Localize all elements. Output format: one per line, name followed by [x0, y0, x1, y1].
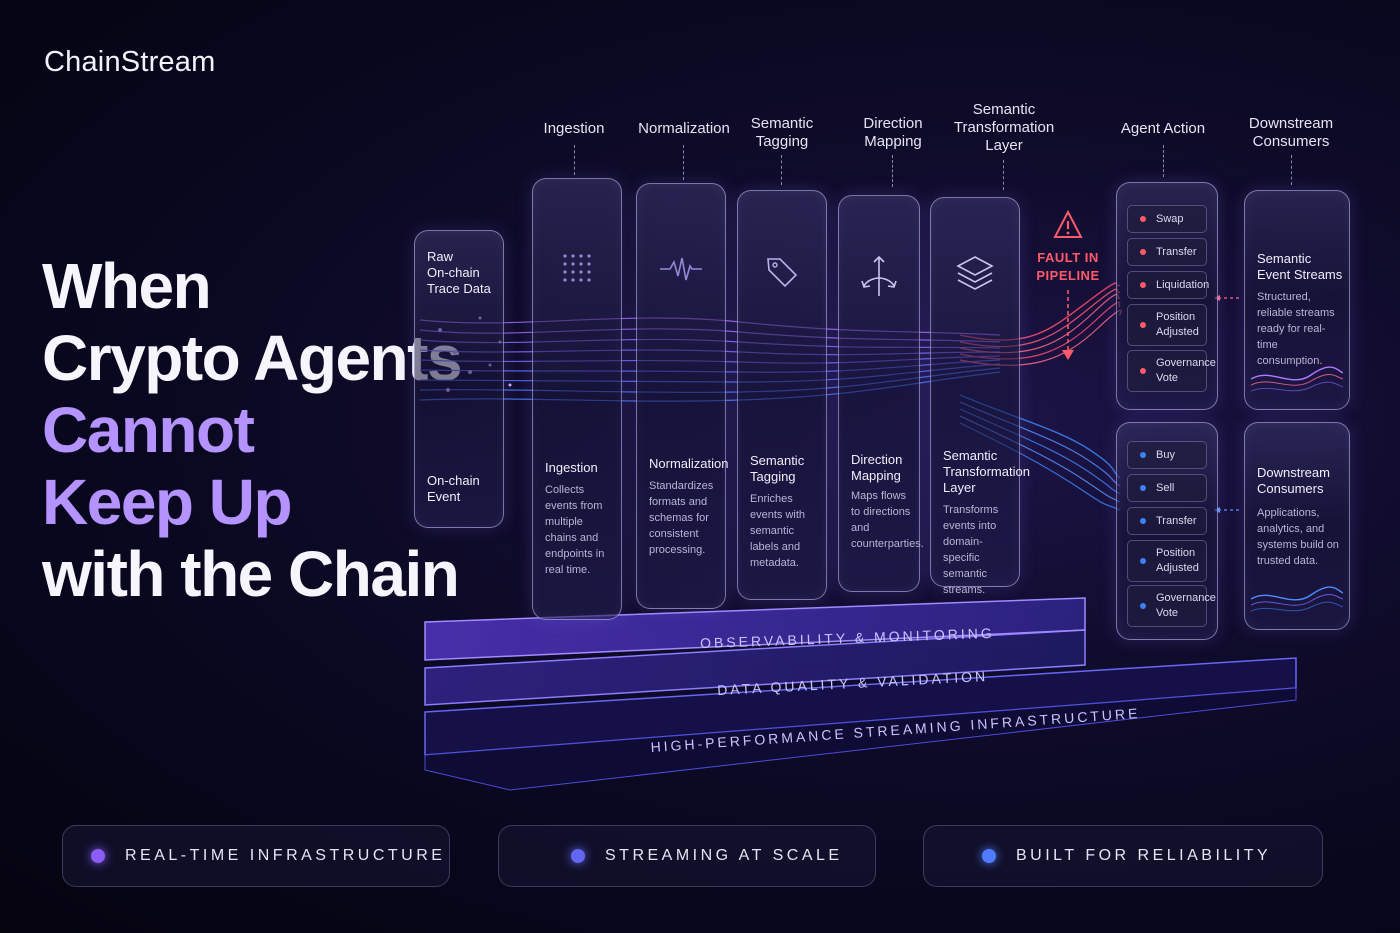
normalization-card: Normalization Standardizes formats and s… [636, 183, 729, 609]
badge-label: BUILT FOR RELIABILITY [1016, 847, 1272, 864]
agent-action-card-blue: Buy Sell Transfer Position Adjusted Gove… [1116, 422, 1218, 640]
layer-observability-slab [424, 597, 1086, 661]
action-pill: Sell [1127, 474, 1207, 502]
action-pill: Buy [1127, 441, 1207, 469]
stage-connector [892, 155, 893, 187]
action-pill: Position Adjusted [1127, 304, 1207, 346]
layers-icon [955, 254, 995, 299]
ingestion-card-desc: Collects events from multiple chains and… [545, 484, 605, 576]
action-pill: Transfer [1127, 507, 1207, 535]
stage-connector [683, 145, 684, 180]
badge-dot-icon [571, 849, 585, 863]
action-pill: Swap [1127, 205, 1207, 233]
normalization-card-desc: Standardizes formats and schemas for con… [649, 480, 714, 556]
consumer-card-desc: Structured, reliable streams ready for r… [1257, 291, 1335, 367]
stage-connector [781, 155, 782, 185]
badge-reliability: BUILT FOR RELIABILITY [923, 825, 1323, 887]
tag-icon [765, 255, 799, 294]
stage-connector [1003, 160, 1004, 190]
stage-title-agent-action: Agent Action [1120, 120, 1206, 137]
ingestion-card-title: Ingestion [545, 460, 598, 475]
direction-mapping-card-desc: Maps flows to directions and counterpart… [851, 490, 924, 550]
grid-dots-icon [560, 251, 594, 290]
action-pill: Liquidation [1127, 271, 1209, 299]
stage-title-ingestion: Ingestion [543, 120, 605, 137]
stage-connector [1291, 155, 1292, 185]
badge-dot-icon [91, 849, 105, 863]
stage-title-normalization: Normalization [638, 120, 730, 137]
action-pill: Governance Vote [1127, 350, 1216, 392]
layer-quality-slab [424, 629, 1086, 706]
badge-streaming: STREAMING AT SCALE [498, 825, 876, 887]
headline: When Crypto Agents Cannot Keep Up with t… [42, 250, 463, 610]
badge-real-time: REAL-TIME INFRASTRUCTURE [62, 825, 450, 887]
semantic-tagging-card-desc: Enriches events with semantic labels and… [750, 493, 806, 569]
stage-connector [574, 145, 575, 175]
consumer-card-desc: Applications, analytics, and systems bui… [1257, 507, 1339, 567]
brand-logo: ChainStream [44, 46, 216, 78]
semantic-transformation-card-desc: Transforms events into domain-specific s… [943, 504, 999, 596]
split-arrows-icon [861, 255, 897, 301]
badge-dot-icon [982, 849, 996, 863]
wave-graphic [1251, 366, 1343, 392]
warning-icon [1053, 209, 1083, 245]
wave-graphic [1251, 586, 1343, 612]
headline-line-1: When [42, 250, 212, 322]
action-pill: Position Adjusted [1127, 540, 1207, 582]
headline-line-5: with the Chain [42, 538, 460, 610]
badge-label: REAL-TIME INFRASTRUCTURE [125, 847, 446, 864]
agent-action-card-red: Swap Transfer Liquidation Position Adjus… [1116, 182, 1218, 410]
ingestion-card: Ingestion Collects events from multiple … [532, 178, 622, 620]
action-pill: Transfer [1127, 238, 1207, 266]
stage-connector [1163, 145, 1164, 177]
badge-label: STREAMING AT SCALE [605, 847, 843, 864]
headline-line-2: Crypto Agents [42, 322, 463, 394]
action-pill: Governance Vote [1127, 585, 1216, 627]
headline-line-3: Cannot [42, 394, 255, 466]
normalization-card-title: Normalization [649, 456, 729, 471]
headline-line-4: Keep Up [42, 466, 293, 538]
waveform-icon [660, 256, 702, 287]
